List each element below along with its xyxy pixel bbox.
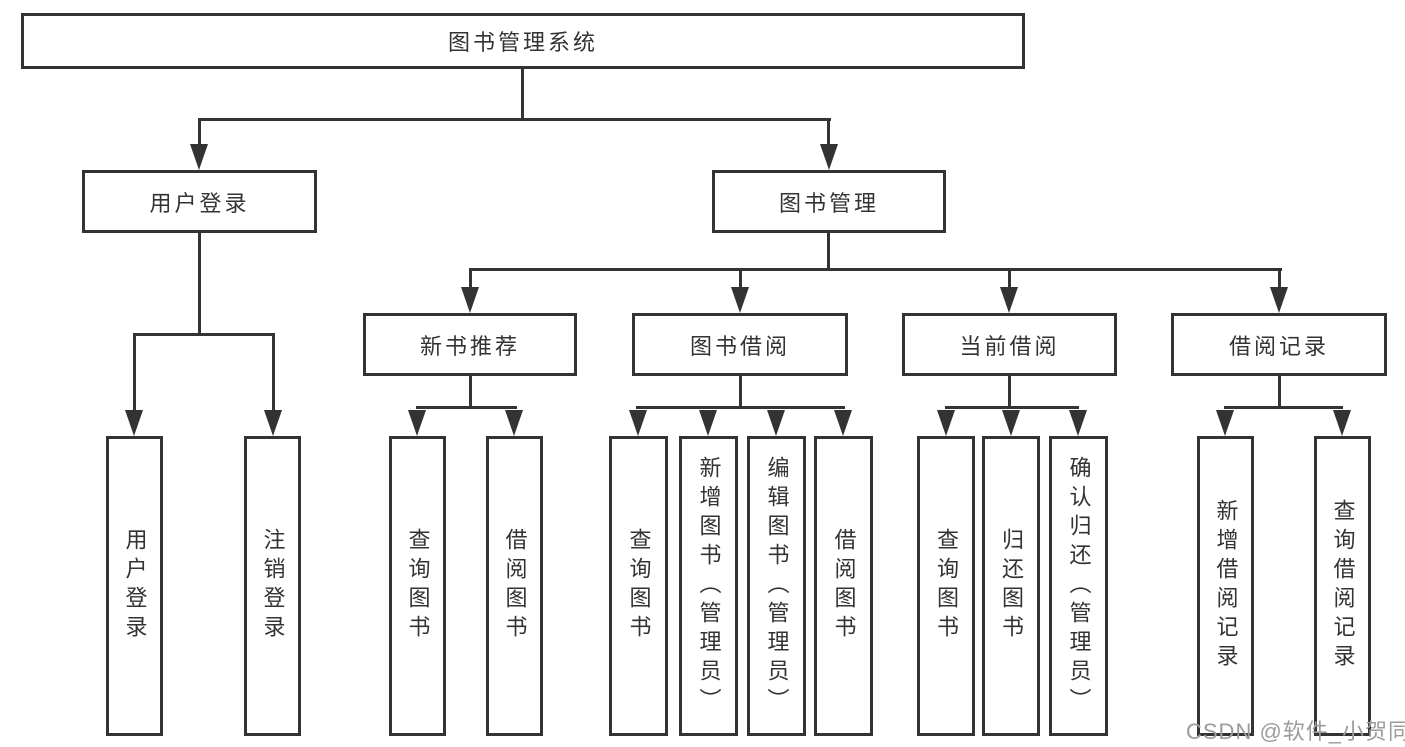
connector-line [1224, 406, 1343, 409]
node-book-borrow: 图书借阅 [632, 313, 848, 376]
arrowhead-down-icon [629, 410, 647, 436]
leaf-return-book: 归还图书 [982, 436, 1040, 736]
connector-line [133, 333, 275, 336]
connector-line [1278, 376, 1281, 409]
connector-line [521, 69, 524, 121]
connector-line [636, 406, 845, 409]
connector-line [945, 406, 1079, 409]
leaf-label: 查询图书 [405, 528, 431, 644]
node-user-login: 用户登录 [82, 170, 317, 233]
connector-line [416, 406, 517, 409]
node-borrow-records: 借阅记录 [1171, 313, 1387, 376]
leaf-edit-book-admin: 编辑图书（管理员） [747, 436, 806, 736]
connector-line [469, 376, 472, 409]
node-library-management-system: 图书管理系统 [21, 13, 1025, 69]
arrowhead-down-icon [1270, 287, 1288, 313]
arrowhead-down-icon [125, 410, 143, 436]
arrowhead-down-icon [731, 287, 749, 313]
leaf-query-books-recommend: 查询图书 [389, 436, 446, 736]
arrowhead-down-icon [1333, 410, 1351, 436]
leaf-add-book-admin: 新增图书（管理员） [679, 436, 738, 736]
leaf-query-borrow-record: 查询借阅记录 [1314, 436, 1371, 736]
leaf-label: 用户登录 [122, 528, 148, 644]
arrowhead-down-icon [699, 410, 717, 436]
node-label: 借阅记录 [1228, 333, 1329, 359]
leaf-label: 归还图书 [999, 528, 1024, 644]
arrowhead-down-icon [1069, 410, 1087, 436]
leaf-label: 查询图书 [626, 528, 652, 644]
leaf-borrow-books: 借阅图书 [814, 436, 873, 736]
connector-line [198, 118, 831, 121]
node-label: 当前借阅 [959, 333, 1060, 359]
leaf-label: 新增借阅记录 [1213, 499, 1239, 673]
node-label: 图书管理系统 [447, 30, 598, 55]
leaf-label: 借阅图书 [831, 528, 857, 644]
arrowhead-down-icon [264, 410, 282, 436]
connector-line [198, 233, 201, 335]
arrowhead-down-icon [834, 410, 852, 436]
arrowhead-down-icon [1216, 410, 1234, 436]
connector-line [1008, 271, 1011, 287]
leaf-logout: 注销登录 [244, 436, 301, 736]
connector-line [1278, 271, 1281, 287]
arrowhead-down-icon [461, 287, 479, 313]
leaf-confirm-return-admin: 确认归还（管理员） [1049, 436, 1108, 736]
connector-line [198, 121, 201, 144]
node-label: 新书推荐 [419, 333, 520, 359]
leaf-label: 注销登录 [260, 528, 286, 644]
arrowhead-down-icon [408, 410, 426, 436]
leaf-label: 编辑图书（管理员） [764, 455, 790, 717]
leaf-label: 新增图书（管理员） [696, 455, 722, 717]
node-book-management: 图书管理 [712, 170, 946, 233]
node-label: 用户登录 [149, 190, 250, 216]
arrowhead-down-icon [190, 144, 208, 170]
node-current-borrow: 当前借阅 [902, 313, 1117, 376]
leaf-label: 确认归还（管理员） [1066, 455, 1092, 717]
leaf-add-borrow-record: 新增借阅记录 [1197, 436, 1254, 736]
leaf-query-books-current: 查询图书 [917, 436, 975, 736]
node-label: 图书管理 [778, 190, 879, 216]
arrowhead-down-icon [1002, 410, 1020, 436]
arrowhead-down-icon [820, 144, 838, 170]
connector-line [133, 336, 136, 410]
arrowhead-down-icon [767, 410, 785, 436]
leaf-borrow-books-recommend: 借阅图书 [486, 436, 543, 736]
connector-line [827, 233, 830, 271]
arrowhead-down-icon [1000, 287, 1018, 313]
connector-line [827, 121, 830, 144]
node-label: 图书借阅 [689, 333, 790, 359]
leaf-user-login: 用户登录 [106, 436, 163, 736]
connector-line [469, 271, 472, 287]
leaf-label: 查询图书 [934, 528, 959, 644]
connector-line [739, 376, 742, 409]
connector-line [469, 268, 1282, 271]
arrowhead-down-icon [505, 410, 523, 436]
csdn-watermark: CSDN @软件_小贺同学 [1186, 719, 1405, 744]
connector-line [739, 271, 742, 287]
connector-line [272, 336, 275, 410]
node-new-book-recommend: 新书推荐 [363, 313, 577, 376]
arrowhead-down-icon [937, 410, 955, 436]
leaf-label: 借阅图书 [502, 528, 528, 644]
leaf-query-books-borrow: 查询图书 [609, 436, 668, 736]
connector-line [1008, 376, 1011, 409]
leaf-label: 查询借阅记录 [1330, 499, 1356, 673]
